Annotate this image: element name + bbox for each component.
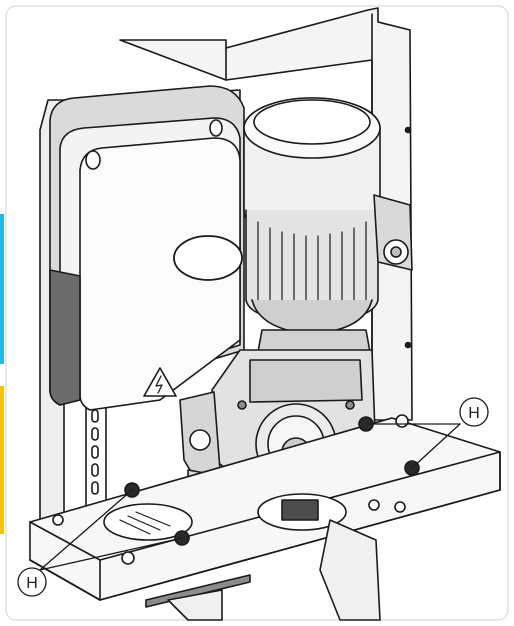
base-plate [29, 414, 501, 608]
electric-motor [243, 97, 413, 353]
accent-bar-cyan [0, 214, 4, 364]
callout-h-top [367, 397, 489, 469]
callout-h-bottom [17, 489, 183, 597]
image-border [5, 5, 509, 621]
accent-bar-yellow [0, 386, 4, 534]
callout-label-bottom: H [26, 575, 38, 592]
callout-label-top: H [468, 405, 480, 422]
warning-electric-icon [143, 367, 177, 397]
support-legs [167, 519, 381, 621]
control-box [49, 85, 245, 411]
